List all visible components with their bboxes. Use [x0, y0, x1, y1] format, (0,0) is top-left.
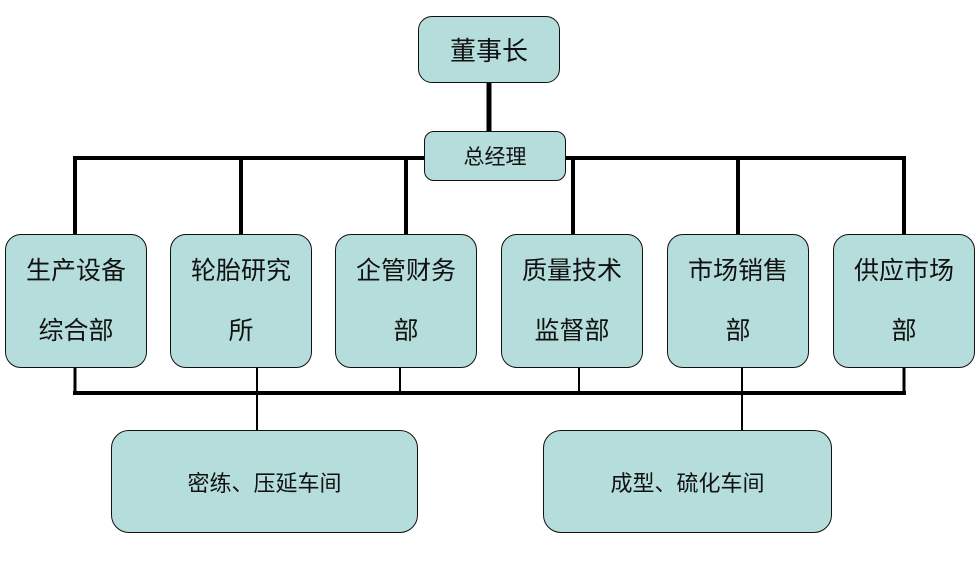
department-label-line2: 部 [393, 316, 419, 345]
department-label-line2: 所 [228, 316, 254, 345]
department-label-line2: 部 [891, 316, 917, 345]
general-manager-label: 总经理 [463, 145, 527, 169]
department-node-quality-supervision: 质量技术 监督部 [501, 234, 643, 368]
department-node-management-finance: 企管财务 部 [335, 234, 477, 368]
department-label-line2: 监督部 [534, 316, 610, 345]
department-label-line2: 综合部 [38, 316, 114, 345]
workshop-node-building-curing: 成型、硫化车间 [543, 430, 832, 533]
chairman-label: 董事长 [449, 37, 528, 67]
department-label-line2: 部 [725, 316, 751, 345]
department-label-line1: 生产设备 [25, 256, 126, 285]
department-node-supply-market: 供应市场 部 [833, 234, 975, 368]
workshop-label: 密练、压延车间 [187, 471, 342, 497]
department-label-line1: 质量技术 [521, 256, 622, 285]
chairman-node: 董事长 [418, 16, 560, 83]
department-node-market-sales: 市场销售 部 [667, 234, 809, 368]
department-label-line1: 企管财务 [355, 256, 456, 285]
general-manager-node: 总经理 [424, 131, 566, 181]
department-node-tire-research: 轮胎研究 所 [170, 234, 312, 368]
workshop-node-mixing-calendering: 密练、压延车间 [111, 430, 418, 533]
department-label-line1: 市场销售 [687, 256, 788, 285]
department-node-production-equipment: 生产设备 综合部 [5, 234, 147, 368]
workshop-label: 成型、硫化车间 [610, 471, 765, 497]
department-label-line1: 供应市场 [853, 256, 954, 285]
department-label-line1: 轮胎研究 [190, 256, 291, 285]
